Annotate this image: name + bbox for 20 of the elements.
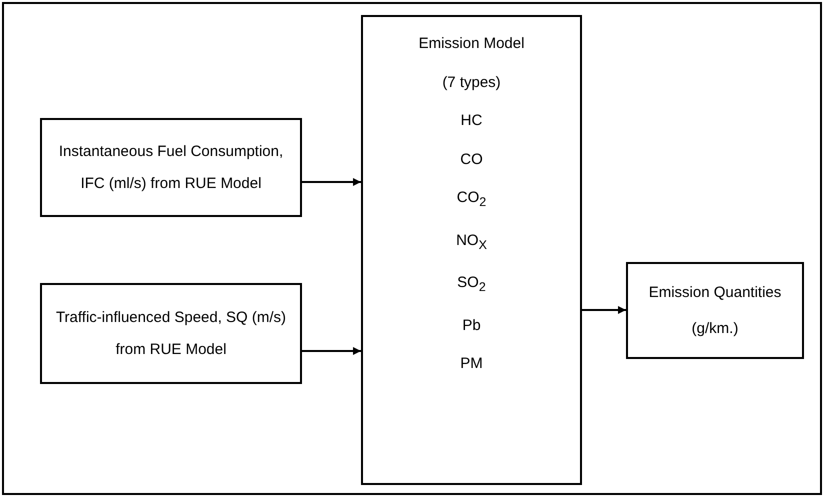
box-text: Emission Quantities <box>648 282 782 302</box>
box-text: PM <box>460 355 483 374</box>
box-text: CO$_{2}$ <box>456 189 486 211</box>
process-box <box>40 118 302 217</box>
box-text: (g/km.) <box>692 318 738 338</box>
box-text: Instantaneous Fuel Consumption, IFC (ml/s) from RUE Model <box>58 142 284 194</box>
box-text: Traffic-influenced Speed, SQ (m/s) from RUE Model <box>54 308 288 360</box>
box-text: Pb <box>462 316 481 335</box>
box-text: CO <box>460 150 483 169</box>
process-box <box>40 283 302 384</box>
box-text: SO$_{2}$ <box>457 274 486 296</box>
arrow <box>582 306 626 314</box>
process-box <box>361 15 582 485</box>
box-text: (7 types) <box>442 74 501 92</box>
process-box <box>626 262 804 359</box>
arrow <box>302 347 361 355</box>
box-text: HC <box>460 112 482 130</box>
arrow <box>302 178 361 186</box>
box-text: Emission Model <box>418 35 524 54</box>
box-text: NO$_{X}$ <box>456 232 487 254</box>
